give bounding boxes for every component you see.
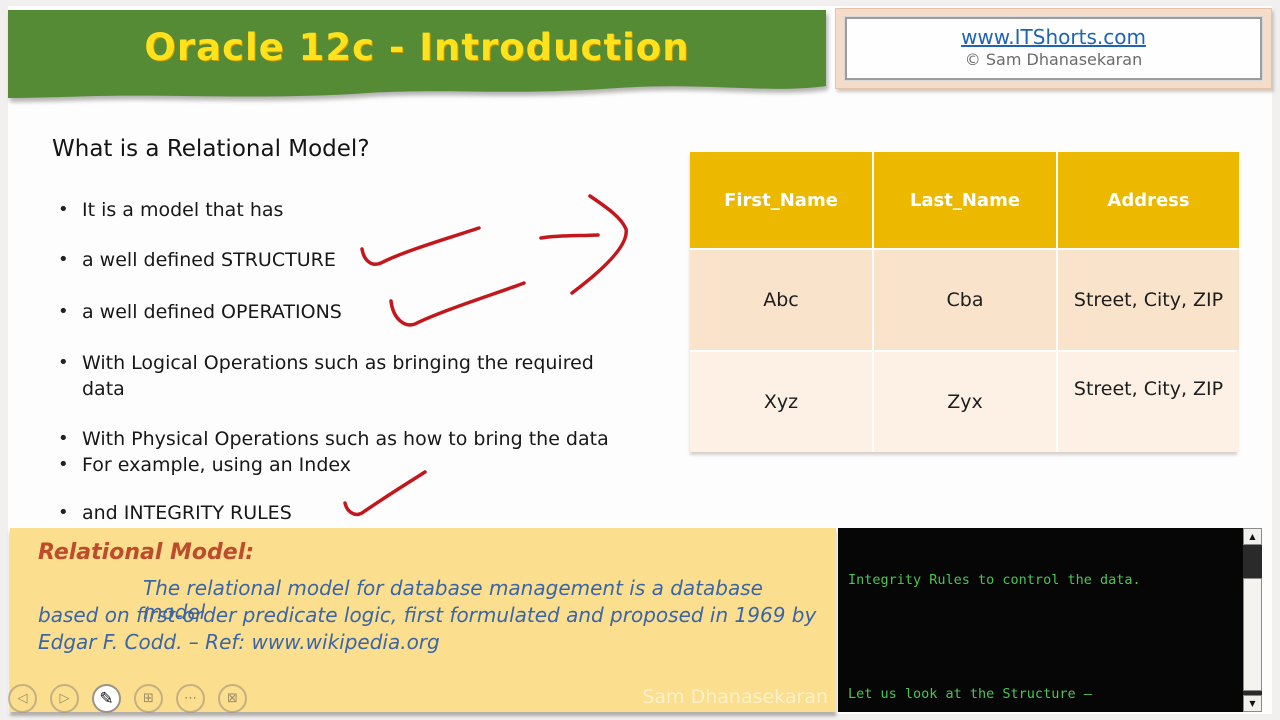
end-show-icon: ⊠ <box>227 691 238 706</box>
bullet-item: For example, using an Index <box>52 452 692 478</box>
slides-grid-icon: ⊞ <box>143 691 154 706</box>
bullet-item: and INTEGRITY RULES <box>52 500 692 526</box>
banner-shape <box>8 10 826 98</box>
table-cell: Xyz <box>690 352 872 452</box>
slide-title: Oracle 12c - Introduction <box>144 26 690 69</box>
next-icon: ▷ <box>59 691 70 706</box>
example-table: First_Name Last_Name Address Abc Cba Str… <box>690 152 1239 452</box>
see-all-slides-button[interactable]: ⊞ <box>134 684 163 713</box>
scroll-down-icon[interactable]: ▼ <box>1243 695 1262 712</box>
more-options-button[interactable]: ⋯ <box>176 684 205 713</box>
table-header-cell: Last_Name <box>874 152 1056 248</box>
table-cell: Street, City, ZIP <box>1058 250 1239 350</box>
definition-text: The relational model for database manage… <box>143 576 763 624</box>
bullet-item: It is a model that has <box>52 197 692 223</box>
pen-tool-button[interactable]: ✎ <box>92 684 121 713</box>
bullet-item: With Physical Operations such as how to … <box>52 426 692 452</box>
terminal-text: Integrity Rules to control the data. Let… <box>848 533 1238 712</box>
table-header-cell: First_Name <box>690 152 872 248</box>
table-cell: Zyx <box>874 352 1056 452</box>
section-heading: What is a Relational Model? <box>52 136 370 162</box>
scroll-up-icon[interactable]: ▲ <box>1243 528 1262 545</box>
definition-text: Edgar F. Codd. – Ref: www.wikipedia.org <box>38 630 440 654</box>
definition-box: Relational Model: The relational model f… <box>10 528 836 712</box>
end-show-button[interactable]: ⊠ <box>218 684 247 713</box>
definition-title: Relational Model: <box>38 540 255 565</box>
table-header-cell: Address <box>1058 152 1239 248</box>
bullet-item: a well defined OPERATIONS <box>52 299 692 325</box>
ellipsis-icon: ⋯ <box>184 691 197 706</box>
copyright-text: © Sam Dhanasekaran <box>964 50 1143 69</box>
table-cell: Cba <box>874 250 1056 350</box>
scrollbar-thumb[interactable] <box>1243 578 1262 691</box>
terminal-line: Integrity Rules to control the data. <box>848 572 1141 588</box>
website-link[interactable]: www.ITShorts.com <box>961 25 1146 49</box>
table-cell: Street, City, ZIP <box>1058 352 1239 452</box>
terminal-line <box>848 628 1238 647</box>
table-cell: Abc <box>690 250 872 350</box>
definition-text: based on first-order predicate logic, fi… <box>38 603 817 627</box>
watermark-text: Sam Dhanasekaran <box>642 686 828 708</box>
bullet-item: a well defined STRUCTURE <box>52 247 692 273</box>
previous-slide-button[interactable]: ◁ <box>8 684 37 713</box>
branding-box: www.ITShorts.com © Sam Dhanasekaran <box>835 8 1272 89</box>
pen-icon: ✎ <box>99 688 114 709</box>
next-slide-button[interactable]: ▷ <box>50 684 79 713</box>
terminal-scrollbar[interactable]: ▲ ▼ <box>1243 528 1262 712</box>
terminal-line: Let us look at the Structure – <box>848 686 1092 702</box>
terminal-window: Integrity Rules to control the data. Let… <box>838 528 1262 712</box>
previous-icon: ◁ <box>17 691 28 706</box>
title-banner: Oracle 12c - Introduction <box>8 10 826 110</box>
bullet-item: With Logical Operations such as bringing… <box>52 350 627 402</box>
branding-inner: www.ITShorts.com © Sam Dhanasekaran <box>844 16 1263 81</box>
